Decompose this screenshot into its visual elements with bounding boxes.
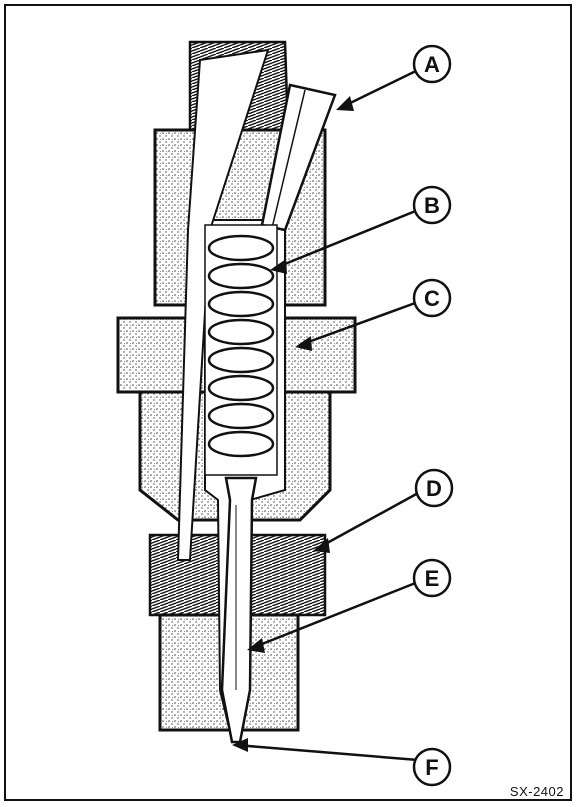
leader-arrowheads <box>232 96 354 752</box>
leader-b <box>274 208 419 270</box>
callout-f: F <box>412 747 452 787</box>
figure-border <box>4 4 572 801</box>
callout-a: A <box>412 44 452 84</box>
svg-text:B: B <box>424 193 440 218</box>
svg-text:D: D <box>426 476 442 501</box>
svg-text:F: F <box>425 755 438 780</box>
leader-f <box>235 743 419 762</box>
callout-c: C <box>412 278 452 318</box>
leader-lines <box>235 68 421 762</box>
figure-id: SX-2402 <box>509 784 564 799</box>
leader-d <box>317 490 421 550</box>
leader-e <box>251 580 419 650</box>
leader-c <box>299 300 419 347</box>
svg-text:E: E <box>425 566 440 591</box>
svg-text:C: C <box>424 286 440 311</box>
callout-b: B <box>412 185 452 225</box>
leak-off-pipe <box>260 83 337 232</box>
callout-e: E <box>412 558 452 598</box>
fuel-passage <box>176 48 270 561</box>
svg-text:A: A <box>424 52 440 77</box>
pressure-spring <box>204 224 278 476</box>
callout-d: D <box>414 468 454 508</box>
leader-a <box>339 68 419 110</box>
